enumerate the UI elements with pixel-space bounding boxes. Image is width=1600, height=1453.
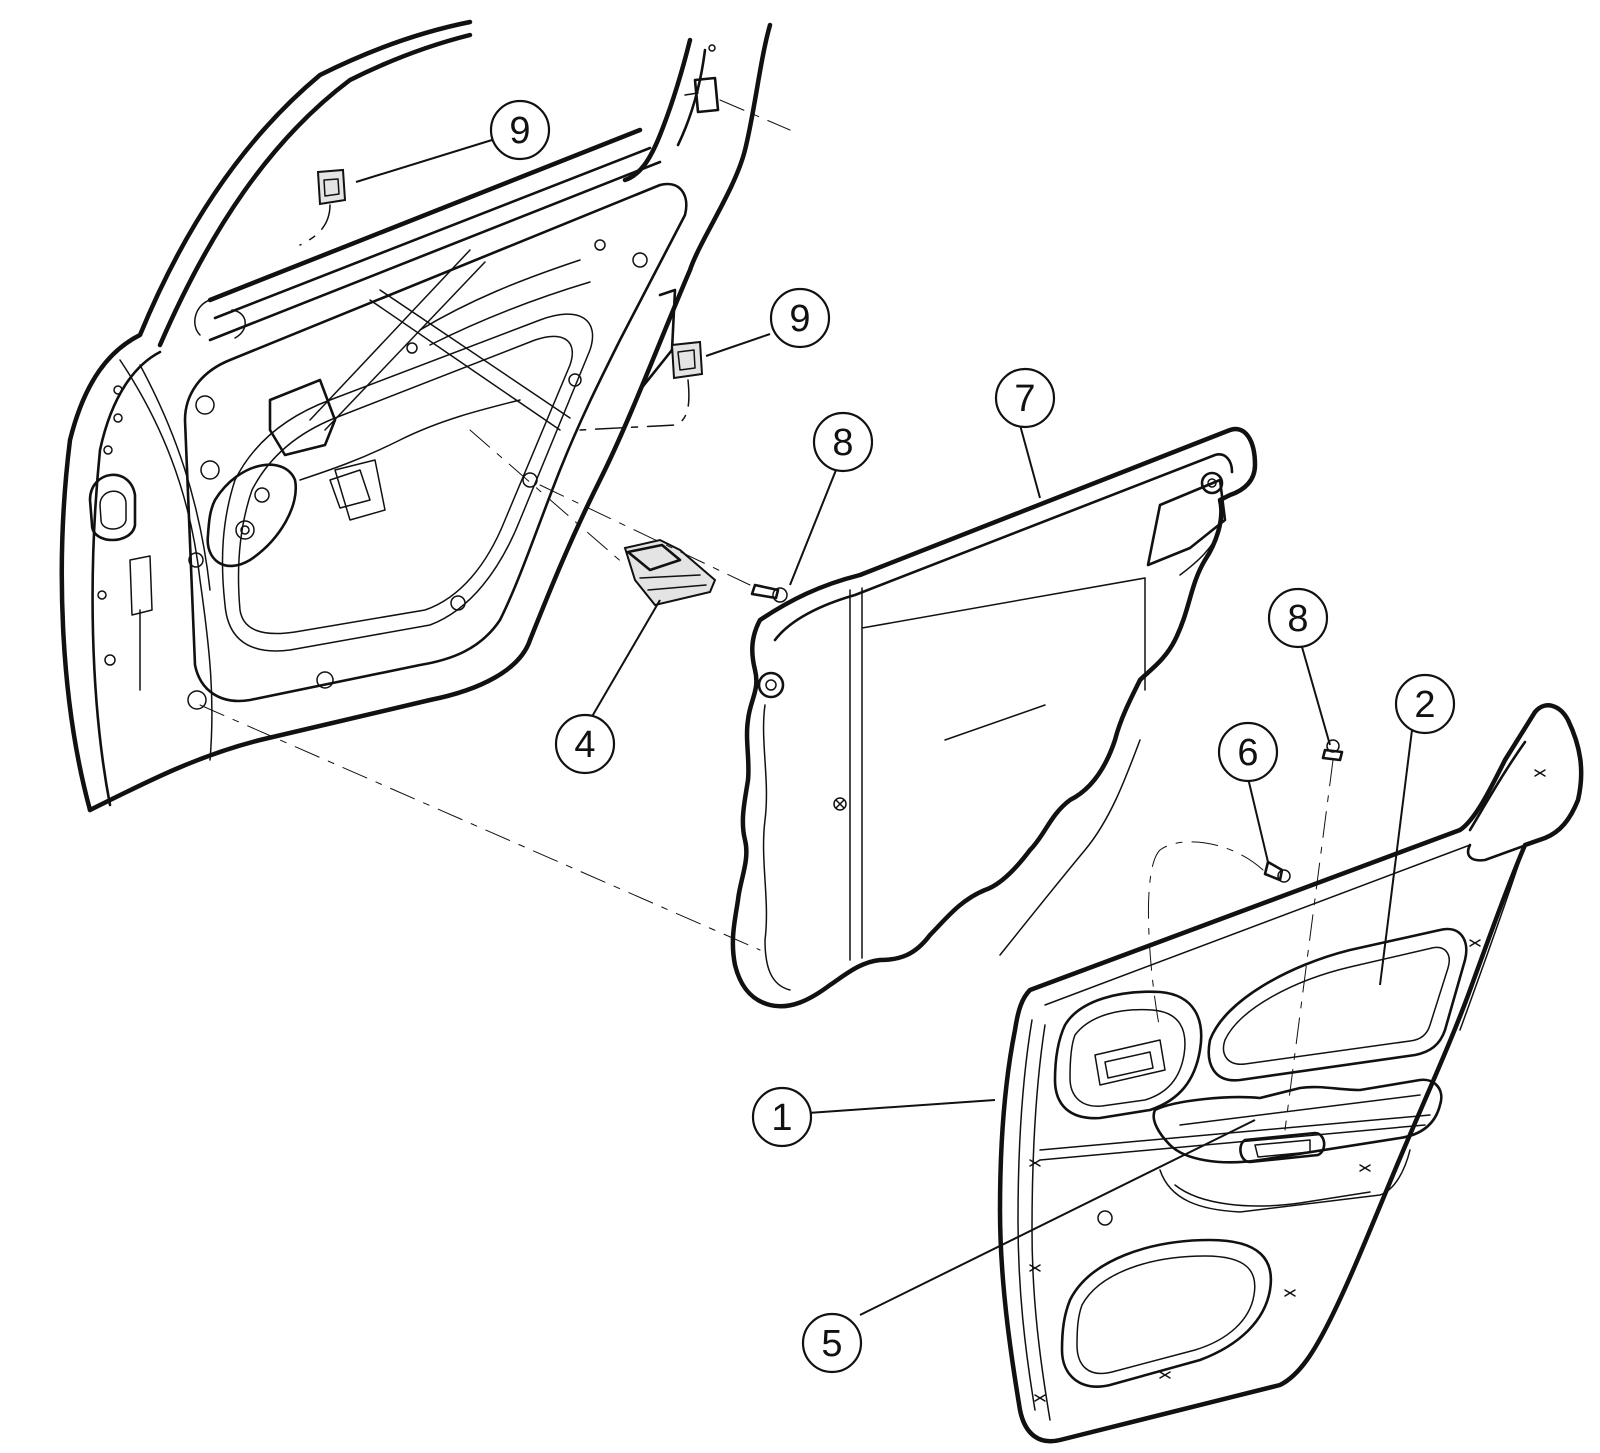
callout-label: 8	[1287, 598, 1308, 640]
callout-label: 9	[789, 298, 810, 340]
callout-6: 6	[1217, 721, 1279, 783]
retainer-clip-upper	[299, 168, 347, 246]
callout-label: 7	[1014, 378, 1035, 420]
screw-6	[1263, 860, 1291, 883]
callout-label: 4	[574, 724, 595, 766]
callout-9-upper: 9	[489, 99, 551, 161]
push-pin-left	[750, 583, 788, 603]
trim-clip-4	[623, 538, 717, 607]
callout-label: 8	[832, 422, 853, 464]
door-shell	[59, 19, 773, 813]
callout-8-left: 8	[812, 411, 874, 473]
retainer-clip-middle	[579, 340, 704, 431]
door-trim-panel	[997, 703, 1584, 1444]
callout-label: 5	[821, 1323, 842, 1365]
callout-9-middle: 9	[769, 287, 831, 349]
callout-5: 5	[801, 1312, 863, 1374]
water-shield	[730, 426, 1258, 1009]
alignment-lines	[199, 99, 1334, 1131]
callout-7: 7	[994, 367, 1056, 429]
callout-label: 2	[1414, 684, 1435, 726]
callout-label: 6	[1237, 732, 1258, 774]
callout-label: 1	[771, 1097, 792, 1139]
callout-8-right: 8	[1267, 587, 1329, 649]
callout-4: 4	[554, 713, 616, 775]
callout-2: 2	[1394, 673, 1456, 735]
callout-1: 1	[751, 1086, 813, 1148]
push-pin-right	[1321, 739, 1344, 762]
callout-leaders	[355, 139, 1413, 1316]
callout-label: 9	[509, 110, 530, 152]
